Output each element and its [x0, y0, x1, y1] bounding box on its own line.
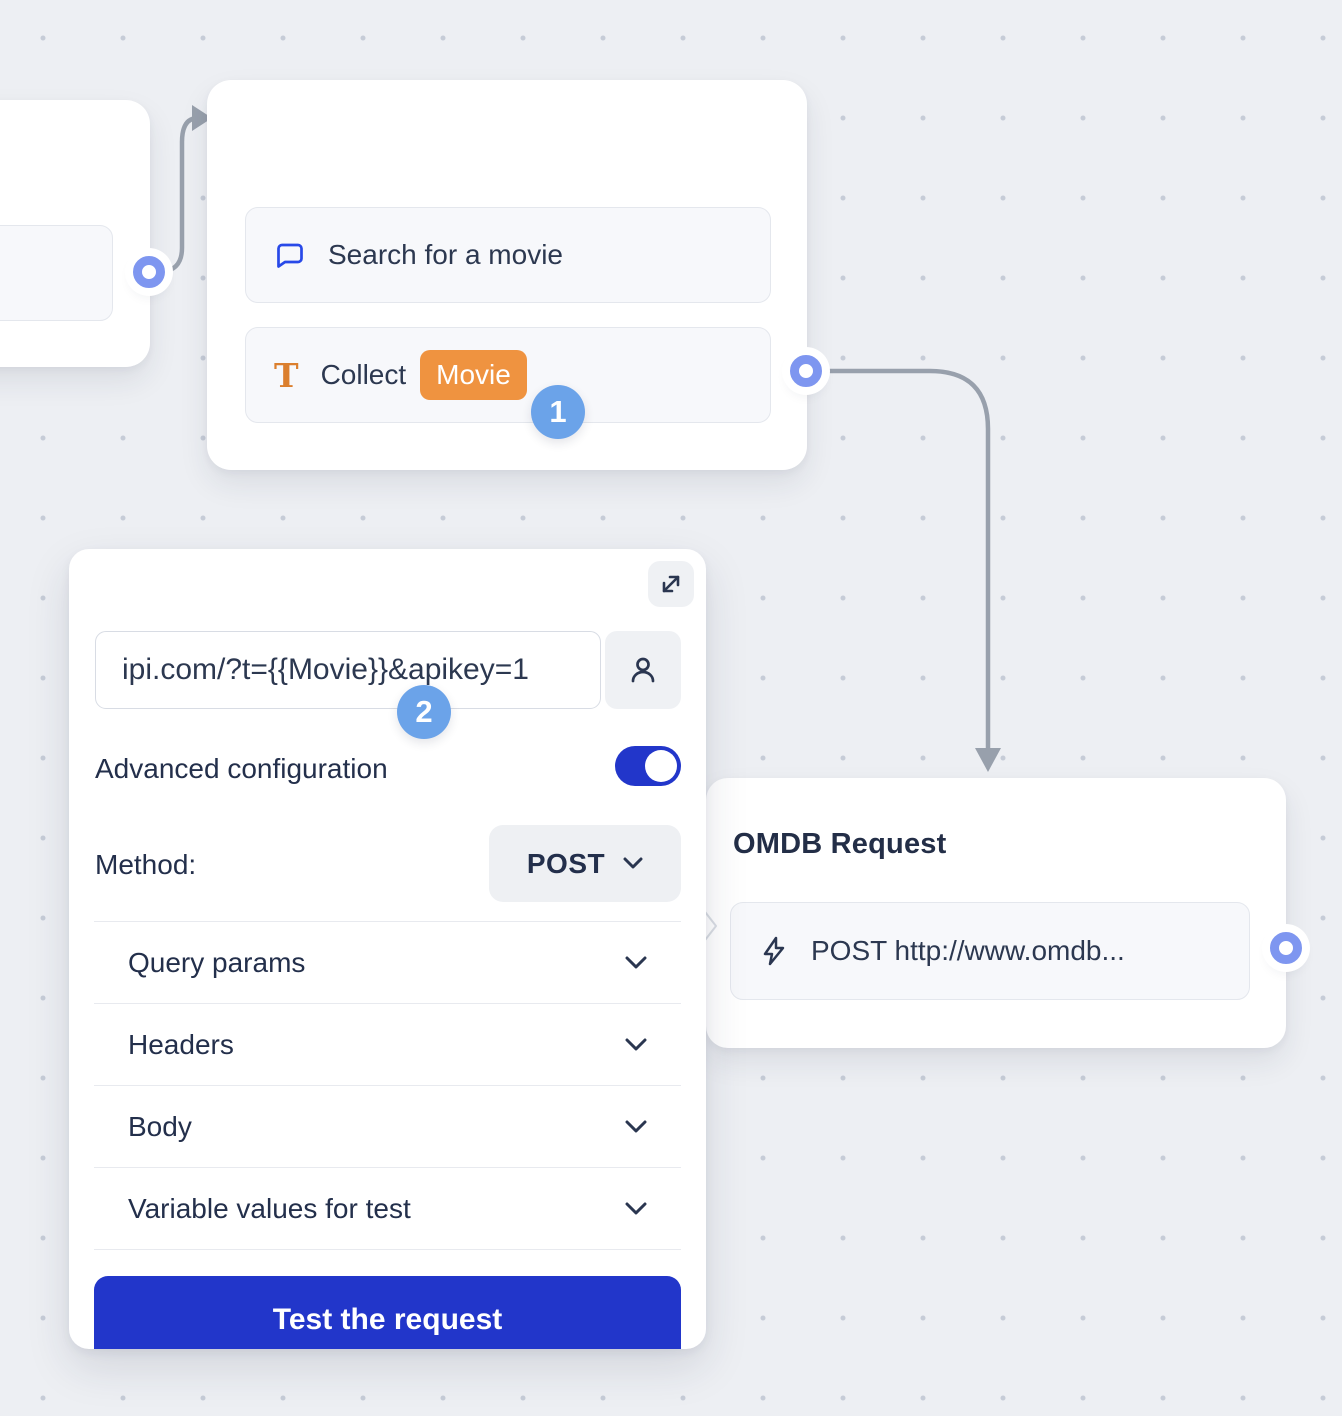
chevron-down-icon: [625, 1120, 647, 1132]
divider: [94, 1003, 681, 1004]
omdb-output-port[interactable]: [1270, 932, 1302, 964]
wire-arrow-into-omdb: [975, 748, 1001, 772]
accordion-label: Query params: [128, 946, 306, 978]
movie-search-output-port[interactable]: [790, 355, 822, 387]
accordion-label: Headers: [128, 1028, 234, 1060]
url-input-value: ipi.com/?t={{Movie}}&apikey=1: [122, 653, 529, 686]
wire-movie-search-to-omdb[interactable]: [804, 368, 991, 753]
text-icon: T: [274, 355, 299, 395]
step-omdb-post[interactable]: POST http://www.omdb...: [730, 902, 1250, 1000]
node-omdb-request[interactable]: OMDB Request POST http://www.omdb...: [701, 778, 1286, 1048]
node-movie-search[interactable]: Movie search Search for a movie T Collec…: [207, 80, 807, 470]
divider: [94, 1249, 681, 1250]
method-value: POST: [526, 847, 606, 879]
tutorial-badge-2: 2: [397, 685, 451, 739]
chevron-down-icon: [625, 956, 647, 968]
url-input[interactable]: ipi.com/?t={{Movie}}&apikey=1: [95, 631, 601, 709]
node-title-omdb-request: OMDB Request: [733, 828, 947, 860]
tutorial-badge-1: 1: [531, 385, 585, 439]
advanced-configuration-toggle[interactable]: [615, 746, 681, 786]
chevron-down-icon: [623, 857, 643, 869]
chevron-down-icon: [625, 1038, 647, 1050]
divider: [94, 1085, 681, 1086]
step-label: Search for a movie: [328, 239, 563, 270]
method-label: Method:: [95, 849, 197, 880]
accordion-headers[interactable]: Headers: [94, 1004, 681, 1085]
method-dropdown[interactable]: POST: [489, 825, 681, 902]
step-label: POST http://www.omdb...: [811, 935, 1125, 966]
wire-left-to-movie-search[interactable]: [146, 115, 201, 275]
advanced-configuration-label: Advanced configuration: [95, 753, 388, 784]
accordion-variable-values[interactable]: Variable values for test: [94, 1168, 681, 1249]
divider: [94, 921, 681, 922]
variable-chip-movie[interactable]: Movie: [420, 349, 527, 401]
accordion-query-params[interactable]: Query params: [94, 922, 681, 1003]
accordion-label: Variable values for test: [128, 1192, 411, 1224]
partial-step-row[interactable]: [0, 225, 113, 321]
accordion-body[interactable]: Body: [94, 1086, 681, 1167]
partial-node-card[interactable]: [0, 100, 150, 367]
expand-icon: [662, 575, 680, 593]
toggle-knob: [645, 750, 677, 782]
divider: [94, 1167, 681, 1168]
partial-node-output-port[interactable]: [133, 256, 165, 288]
person-icon: [631, 657, 655, 683]
user-variable-button[interactable]: [605, 631, 681, 709]
wire-arrow-into-movie-search: [192, 105, 212, 131]
api-config-panel[interactable]: ipi.com/?t={{Movie}}&apikey=1 Advanced c…: [69, 549, 706, 1349]
chat-bubble-icon: [277, 243, 303, 268]
test-request-button[interactable]: Test the request: [94, 1276, 681, 1349]
lightning-icon: [763, 936, 785, 966]
accordion-label: Body: [128, 1110, 192, 1142]
step-search-for-a-movie[interactable]: Search for a movie: [245, 207, 771, 303]
chevron-down-icon: [625, 1202, 647, 1214]
expand-button[interactable]: [648, 561, 694, 607]
